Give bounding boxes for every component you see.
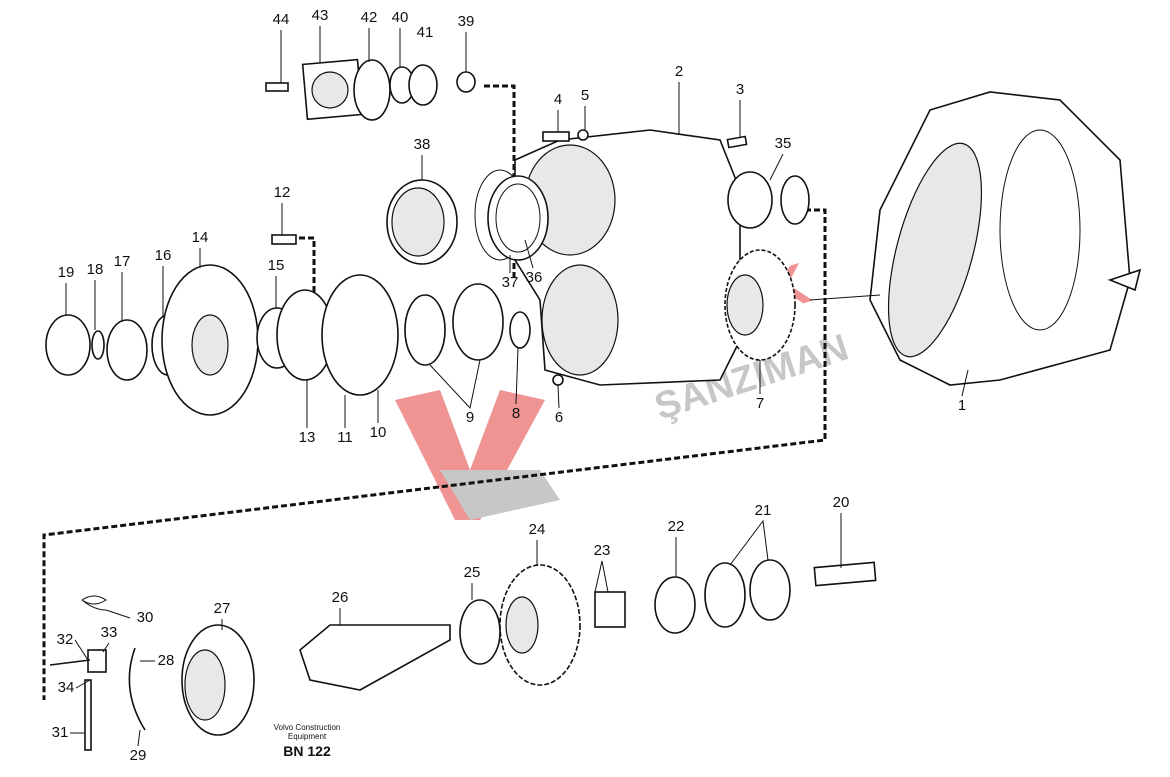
part-seal [353,59,391,121]
footer-line1: Volvo Construction [274,723,341,732]
part-label: 6 [555,409,563,426]
part-number-labels: 44 43 42 40 41 39 2 4 5 3 35 38 12 14 19… [52,7,967,764]
footer-code: BN 122 [283,743,331,759]
part-label: 7 [756,395,764,412]
part-label: 34 [58,679,75,696]
part-label: 41 [417,24,434,41]
part-label: 32 [57,631,74,648]
part-label: 25 [464,564,481,581]
part-label: 18 [87,261,104,278]
part-label: 8 [512,405,520,422]
part-label: 35 [775,135,792,152]
part-label: 10 [370,424,387,441]
part-label: 39 [458,13,475,30]
assembly-dashed-line [42,208,827,700]
part-label: 11 [337,429,353,446]
part-housing [869,91,1142,386]
part-label: 20 [833,494,850,511]
part-label: 27 [214,600,231,617]
part-nut [45,314,91,376]
part-label: 16 [155,247,172,264]
part-label: 9 [466,409,474,426]
part-label: 33 [101,624,118,641]
part-label: 21 [755,502,772,519]
part-label: 40 [392,9,409,26]
part-seal-ring [487,175,549,261]
part-label: 12 [274,184,291,201]
part-label: 24 [529,521,546,538]
footer-line2: Equipment [288,732,327,741]
part-label: 30 [137,609,154,626]
part-label: 22 [668,518,685,535]
assembly-dashed-line [484,84,516,280]
part-label: 29 [130,747,147,764]
part-label: 43 [312,7,329,24]
part-label: 19 [58,264,75,281]
part-label: 17 [114,253,131,270]
part-label: 14 [192,229,209,246]
part-label: 4 [554,91,562,108]
leader-lines [65,26,969,747]
part-label: 37 [502,274,519,291]
part-label: 36 [526,269,543,286]
part-label: 13 [299,429,316,446]
part-label: 26 [332,589,349,606]
part-label: 31 [52,724,69,741]
part-label: 2 [675,63,683,80]
part-bearing [727,171,810,229]
part-label: 28 [158,652,175,669]
part-shaft [299,624,451,691]
part-label: 23 [594,542,611,559]
part-label: 5 [581,87,589,104]
part-gear [724,249,796,361]
assembly-dashed-line [290,236,316,295]
part-label: 1 [958,397,966,414]
footer-caption: Volvo Construction Equipment BN 122 [274,723,341,759]
part-label: 44 [273,11,290,28]
part-label: 42 [361,9,378,26]
part-label: 38 [414,136,431,153]
part-label: 15 [268,257,285,274]
part-label: 3 [736,81,744,98]
